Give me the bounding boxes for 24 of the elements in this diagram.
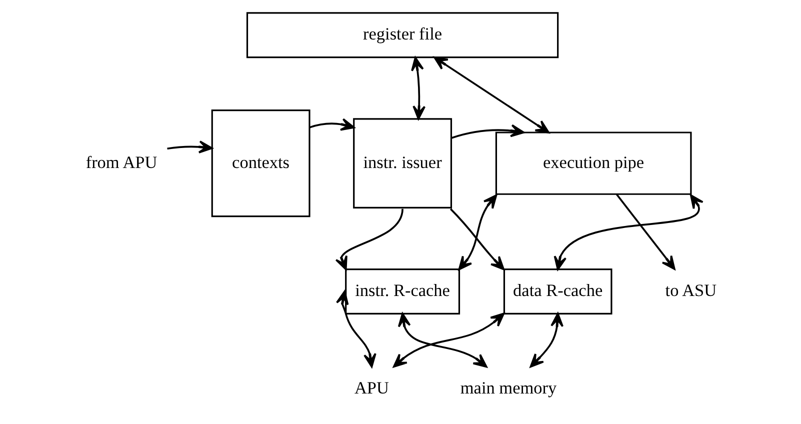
arrow xyxy=(410,56,426,120)
arrow xyxy=(553,194,704,270)
node-box: data R-cache xyxy=(502,268,612,314)
node-box: contexts xyxy=(210,110,310,218)
arrow xyxy=(308,118,354,131)
node-box: register file xyxy=(246,12,558,58)
node-text: main memory xyxy=(460,378,556,398)
arrow xyxy=(458,194,497,270)
arrow xyxy=(433,56,550,134)
arrow xyxy=(334,208,403,270)
arrow xyxy=(529,312,563,368)
node-text: APU xyxy=(354,378,388,398)
arrow xyxy=(166,140,212,154)
arrow xyxy=(449,208,504,270)
node-text: from APU xyxy=(85,152,157,172)
arrow xyxy=(450,124,524,139)
arrow xyxy=(335,290,376,368)
arrow xyxy=(615,194,675,270)
node-box: execution pipe xyxy=(494,132,692,195)
node-box: instr. issuer xyxy=(352,118,452,208)
arrow xyxy=(397,312,487,368)
node-text: to ASU xyxy=(664,281,716,300)
node-box: instr. R-cache xyxy=(344,268,460,314)
arrow xyxy=(392,312,504,368)
